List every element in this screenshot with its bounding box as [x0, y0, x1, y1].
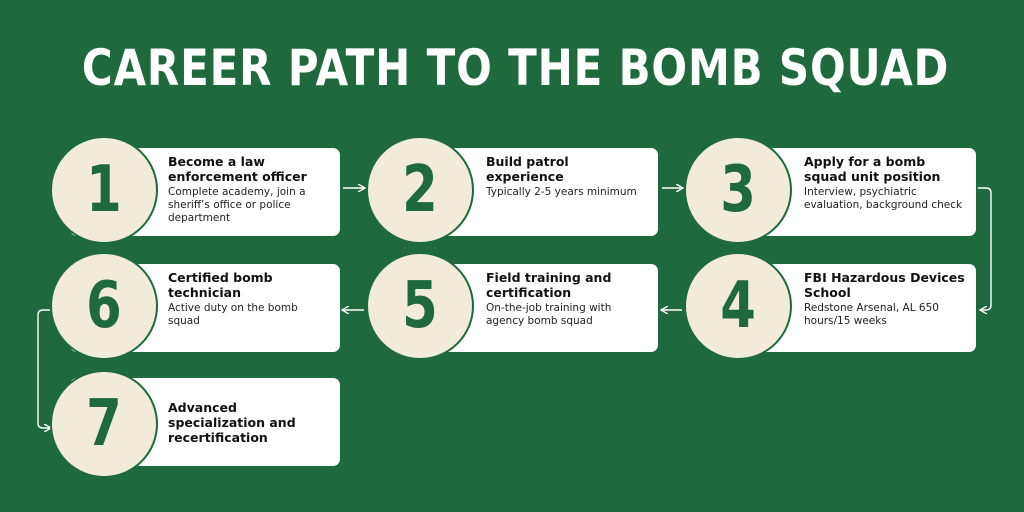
- step-number: 5: [402, 269, 438, 343]
- step-description: On-the-job training with agency bomb squ…: [486, 302, 612, 327]
- step-number-circle-7: 7: [50, 370, 158, 478]
- step-number: 7: [86, 387, 122, 461]
- step-title: Field training and certification: [486, 270, 612, 300]
- step-number-circle-1: 1: [50, 136, 158, 244]
- step-title: FBI Hazardous Devices School: [804, 270, 965, 300]
- step-title: Become a law enforcement officer: [168, 154, 307, 184]
- step-description: Redstone Arsenal, AL 650 hours/15 weeks: [804, 302, 939, 327]
- step-number: 6: [86, 269, 122, 343]
- step-number: 3: [720, 153, 756, 227]
- step-title: Apply for a bomb squad unit position: [804, 154, 941, 184]
- step-title: Advanced specialization and recertificat…: [168, 400, 296, 445]
- step-number: 1: [86, 153, 122, 227]
- step-number-circle-2: 2: [366, 136, 474, 244]
- step-description: Typically 2-5 years minimum: [486, 186, 637, 198]
- step-number-circle-3: 3: [684, 136, 792, 244]
- arrow-6-to-7: [37, 309, 50, 428]
- step-description: Active duty on the bomb squad: [168, 302, 298, 327]
- step-description: Complete academy, join a sheriff’s offic…: [168, 186, 306, 224]
- step-number: 2: [402, 153, 438, 227]
- step-title: Build patrol experience: [486, 154, 569, 184]
- page-title: CAREER PATH TO THE BOMB SQUAD: [81, 39, 950, 97]
- step-title: Certified bomb technician: [168, 270, 273, 300]
- step-card-7: Advanced specialization and recertificat…: [70, 378, 340, 466]
- step-number-circle-6: 6: [50, 252, 158, 360]
- step-number-circle-4: 4: [684, 252, 792, 360]
- arrow-3-to-4: [978, 187, 992, 310]
- step-description: Interview, psychiatric evaluation, backg…: [804, 186, 963, 211]
- step-number: 4: [720, 269, 756, 343]
- step-number-circle-5: 5: [366, 252, 474, 360]
